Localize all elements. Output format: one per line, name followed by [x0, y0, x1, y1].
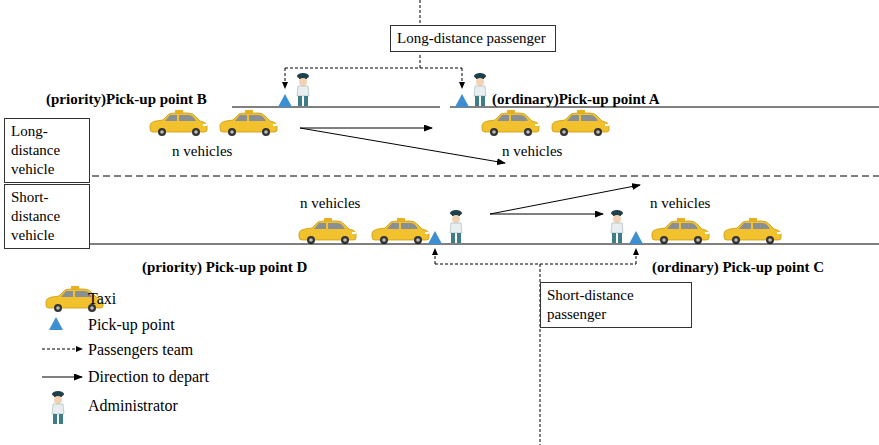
legend-text: Passengers team [88, 341, 193, 359]
legend-admin [52, 391, 64, 424]
pickup-label: (priority) Pick-up point D [142, 258, 307, 276]
text-box: Short-distance vehicle [4, 184, 90, 249]
pickup-label: (priority)Pick-up point B [46, 90, 207, 108]
text-box: Long-distance vehicle [4, 118, 90, 183]
count-label: n vehicles [650, 194, 710, 212]
legend-triangle [49, 317, 63, 330]
text-box: Long-distance passenger [390, 25, 556, 52]
count-label: n vehicles [502, 142, 562, 160]
count-label: n vehicles [172, 142, 232, 160]
box-text: Short-distance passenger [547, 286, 685, 324]
box-text: Short-distance vehicle [11, 188, 83, 245]
legend-text: Administrator [88, 397, 178, 415]
pickup-label: (ordinary) Pick-up point C [652, 258, 824, 276]
box-text: Long-distance passenger [397, 29, 549, 48]
pickup-label: (ordinary)Pick-up point A [492, 90, 660, 108]
legend-text: Direction to depart [88, 368, 209, 386]
box-text: Long-distance vehicle [11, 122, 83, 179]
legend-text: Taxi [88, 290, 116, 308]
count-label: n vehicles [300, 194, 360, 212]
text-box: Short-distance passenger [540, 282, 692, 328]
legend-text: Pick-up point [88, 316, 175, 334]
